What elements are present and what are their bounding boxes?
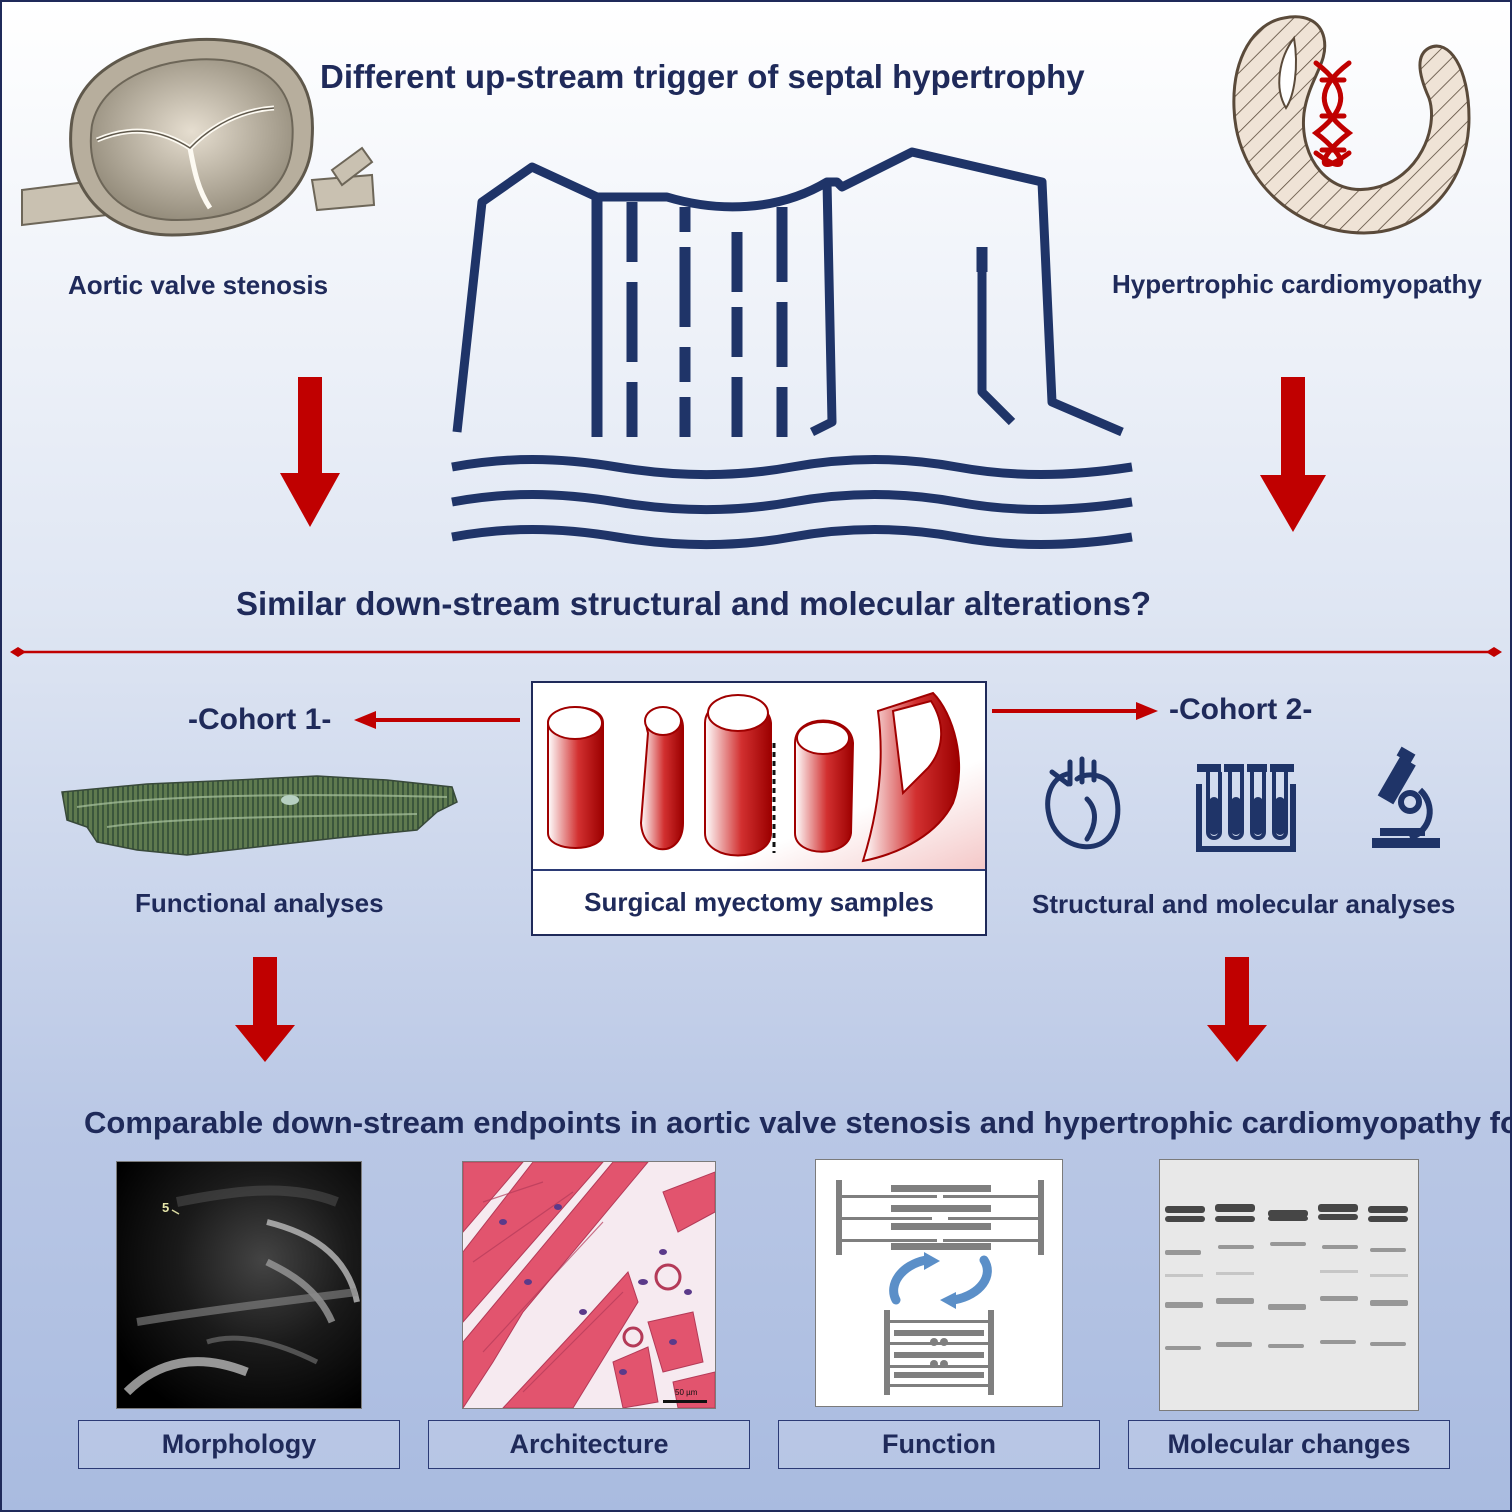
- western-blot-image: [1159, 1159, 1419, 1411]
- cohort-1-label: -Cohort 1-: [188, 703, 332, 736]
- myectomy-samples-image: [533, 683, 985, 869]
- histology-tissue: [463, 1162, 715, 1408]
- test-tubes-icon: [1196, 764, 1296, 852]
- page-title: Different up-stream trigger of septal hy…: [320, 58, 1085, 95]
- samples-box-divider: [533, 869, 985, 871]
- echocardiography-image: 5: [116, 1161, 362, 1409]
- arrow-left-cohort-1: [354, 711, 520, 729]
- aortic-valve-stenosis-label: Aortic valve stenosis: [68, 270, 329, 300]
- western-blot-bands: [1160, 1160, 1418, 1410]
- endpoint-label-molecular-changes: Molecular changes: [1128, 1420, 1450, 1469]
- aortic-valve-image: [21, 37, 376, 237]
- logo-icon: [451, 147, 1133, 549]
- samples-box: Surgical myectomy samples: [531, 681, 987, 936]
- heart-icon: [1045, 756, 1121, 850]
- scale-bar-label: 50 µm: [675, 1388, 698, 1397]
- microscope-icon: [1372, 746, 1440, 848]
- question-heading: Similar down-stream structural and molec…: [236, 585, 1152, 622]
- sarcomere-function-image: [815, 1159, 1063, 1407]
- arrow-down-cohort-2: [1207, 957, 1267, 1062]
- arrow-down-left: [280, 377, 340, 527]
- divider-line: [10, 647, 1502, 657]
- samples-caption: Surgical myectomy samples: [584, 887, 934, 917]
- arrow-down-cohort-1: [235, 957, 295, 1062]
- arrow-right-cohort-2: [992, 702, 1158, 720]
- functional-analyses-label: Functional analyses: [135, 888, 384, 918]
- hcm-label: Hypertrophic cardiomyopathy: [1112, 269, 1482, 299]
- endpoints-heading: Comparable down-stream endpoints in aort…: [84, 1105, 1512, 1140]
- cohort-2-label: -Cohort 2-: [1169, 693, 1313, 726]
- arrow-down-right: [1260, 377, 1326, 532]
- histology-image: 50 µm: [462, 1161, 716, 1409]
- hcm-heart-dna-icon: [1232, 15, 1471, 235]
- echo-marker: 5: [162, 1200, 170, 1215]
- endpoint-label-function: Function: [778, 1420, 1100, 1469]
- sarcomere-diagram: [836, 1180, 1044, 1395]
- echo-scan: [117, 1162, 361, 1408]
- endpoint-label-morphology: Morphology: [78, 1420, 400, 1469]
- structural-molecular-label: Structural and molecular analyses: [1032, 889, 1456, 919]
- endpoint-label-architecture: Architecture: [428, 1420, 750, 1469]
- cardiomyocyte-image: [61, 775, 458, 856]
